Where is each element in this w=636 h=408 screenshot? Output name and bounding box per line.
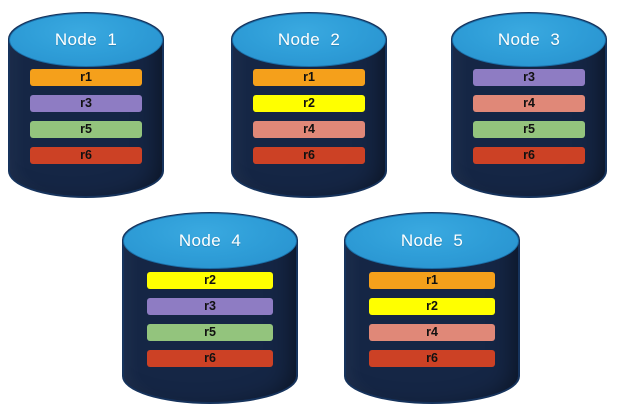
replica-bar[interactable]: r6 xyxy=(252,147,366,164)
replica-bar[interactable]: r2 xyxy=(252,95,366,112)
replica-bar[interactable]: r6 xyxy=(29,147,143,164)
replica-bar[interactable]: r5 xyxy=(472,121,586,138)
cylinder-top-ellipse xyxy=(345,213,519,269)
replica-bar[interactable]: r4 xyxy=(368,324,496,341)
replica-bar[interactable]: r3 xyxy=(29,95,143,112)
replica-stack: r3 r4 r5 r6 xyxy=(451,69,607,164)
replica-bar[interactable]: r6 xyxy=(146,350,274,367)
replica-stack: r1 r2 r4 r6 xyxy=(344,272,520,367)
cylinder-top-ellipse xyxy=(9,13,163,67)
replica-stack: r1 r2 r4 r6 xyxy=(231,69,387,164)
cylinder-top-ellipse xyxy=(452,13,606,67)
replica-bar[interactable]: r4 xyxy=(472,95,586,112)
replica-bar[interactable]: r1 xyxy=(252,69,366,86)
replica-bar[interactable]: r1 xyxy=(368,272,496,289)
replica-bar[interactable]: r6 xyxy=(472,147,586,164)
replica-bar[interactable]: r1 xyxy=(29,69,143,86)
replica-bar[interactable]: r5 xyxy=(146,324,274,341)
replica-bar[interactable]: r3 xyxy=(146,298,274,315)
replica-bar[interactable]: r6 xyxy=(368,350,496,367)
replica-bar[interactable]: r2 xyxy=(368,298,496,315)
replica-bar[interactable]: r4 xyxy=(252,121,366,138)
replica-stack: r1 r3 r5 r6 xyxy=(8,69,164,164)
cylinder-top-ellipse xyxy=(123,213,297,269)
replica-stack: r2 r3 r5 r6 xyxy=(122,272,298,367)
replica-bar[interactable]: r3 xyxy=(472,69,586,86)
replica-bar[interactable]: r5 xyxy=(29,121,143,138)
replica-bar[interactable]: r2 xyxy=(146,272,274,289)
cylinder-top-ellipse xyxy=(232,13,386,67)
